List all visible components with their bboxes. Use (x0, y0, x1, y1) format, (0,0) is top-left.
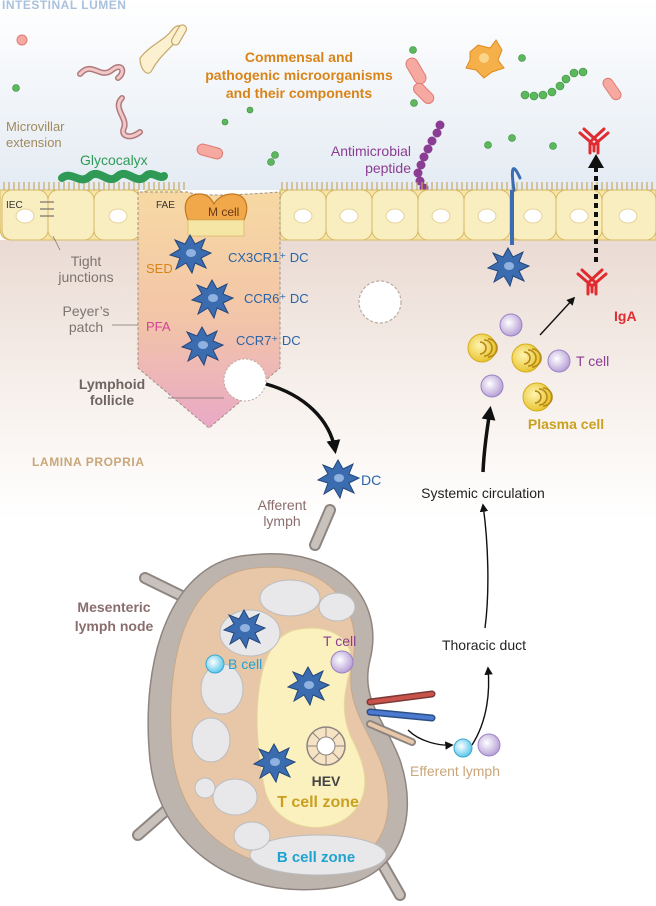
b-cell-label: B cell (228, 656, 262, 672)
cx3cr1-dc-label: CX3CR1⁺ DC (228, 250, 309, 265)
t-cell-icon (477, 733, 501, 757)
mesenteric-lymph-node (132, 504, 436, 901)
m-cell-icon (184, 193, 248, 221)
antimicrobial-label-line-2: peptide (365, 160, 411, 176)
b-cell-icon (453, 738, 473, 758)
isolated-follicle (358, 280, 402, 324)
sed-label: SED (146, 261, 173, 276)
t-cell-icon (330, 650, 354, 674)
tight-junctions-label-line-1: Tight (71, 253, 102, 269)
antimicrobial-peptide-icon (413, 120, 445, 193)
ccr7-dc-label: CCR7⁺ DC (236, 333, 301, 348)
b-cell-icon (205, 654, 225, 674)
m-cell-label: M cell (208, 205, 239, 219)
thoracic-duct-label: Thoracic duct (442, 637, 526, 653)
glycocalyx-icon (58, 170, 168, 184)
dc-label: DC (361, 472, 381, 488)
epithelium (0, 182, 656, 241)
efferent-lymph-label: Efferent lymph (410, 763, 500, 779)
plasma-cell-icon (511, 343, 542, 373)
antimicrobial-label-line-1: Antimicrobial (331, 143, 411, 159)
plasma-cell-label: Plasma cell (528, 416, 604, 432)
dendritic-cell-icon (169, 234, 212, 274)
hev-label: HEV (312, 773, 341, 789)
bacterium-rod-icon (602, 77, 622, 101)
microorganisms-label-line-1: Commensal and (245, 49, 353, 65)
t-cell-node-label: T cell (323, 633, 356, 649)
dendritic-cell-icon (287, 666, 330, 706)
dendritic-cell-icon (191, 279, 234, 319)
peyers-patch-label-line-2: patch (69, 319, 103, 335)
intestinal-lumen-label: INTESTINAL LUMEN (2, 0, 126, 12)
bacterium-rod-icon (413, 82, 435, 104)
dendritic-cell-icon (487, 247, 530, 287)
microvillar-label-line-1: Microvillar (6, 119, 65, 134)
tight-junctions-label-line-2: junctions (57, 269, 113, 285)
dendritic-cell-icon (317, 459, 360, 499)
plasma-cell-icon (467, 333, 498, 363)
mesenteric-label-line-1: Mesenteric (77, 599, 150, 615)
bacterium-rod-icon (196, 143, 224, 160)
plasma-cell-icon (522, 382, 553, 412)
dendritic-cell-icon (181, 326, 224, 366)
b-cell-zone-label: B cell zone (277, 849, 355, 866)
tight-junction-icon (40, 201, 54, 217)
dendritic-cell-icon (253, 743, 296, 783)
ccr6-dc-label: CCR6⁺ DC (244, 291, 309, 306)
systemic-circulation-label: Systemic circulation (421, 485, 545, 501)
follicle-to-dc-arrow (265, 382, 341, 455)
pfa-label: PFA (146, 319, 171, 334)
afferent-lymph-label-line-1: Afferent (258, 497, 307, 513)
t-cell-zone-label: T cell zone (277, 794, 359, 811)
t-cell-icon (480, 374, 504, 398)
mesenteric-label-line-2: lymph node (75, 618, 154, 634)
lymphoid-follicle-label-line-2: follicle (90, 392, 135, 408)
fae-label: FAE (156, 200, 175, 211)
dendritic-cell-icon (223, 609, 266, 649)
iga-label: IgA (614, 308, 637, 324)
microorganisms-label-line-3: and their components (226, 85, 372, 101)
t-cell-label: T cell (576, 353, 609, 369)
lymphoid-follicle (223, 358, 267, 402)
bacterium-rod-icon (405, 57, 427, 85)
t-cell-icon (499, 313, 523, 337)
lymphoid-follicle-label-line-1: Lymphoid (79, 376, 145, 392)
microorganisms (12, 24, 622, 166)
t-cell-icon (547, 349, 571, 373)
systemic-arrow (481, 405, 496, 473)
glycocalyx-label: Glycocalyx (80, 152, 148, 168)
afferent-lymph-label-line-2: lymph (263, 513, 300, 529)
microorganisms-label-line-2: pathogenic microorganisms (205, 67, 393, 83)
lamina-propria-label: LAMINA PROPRIA (32, 455, 145, 469)
microvillar-label-line-2: extension (6, 135, 62, 150)
peyers-patch-label-line-1: Peyer’s (63, 303, 110, 319)
iec-label: IEC (6, 200, 23, 211)
